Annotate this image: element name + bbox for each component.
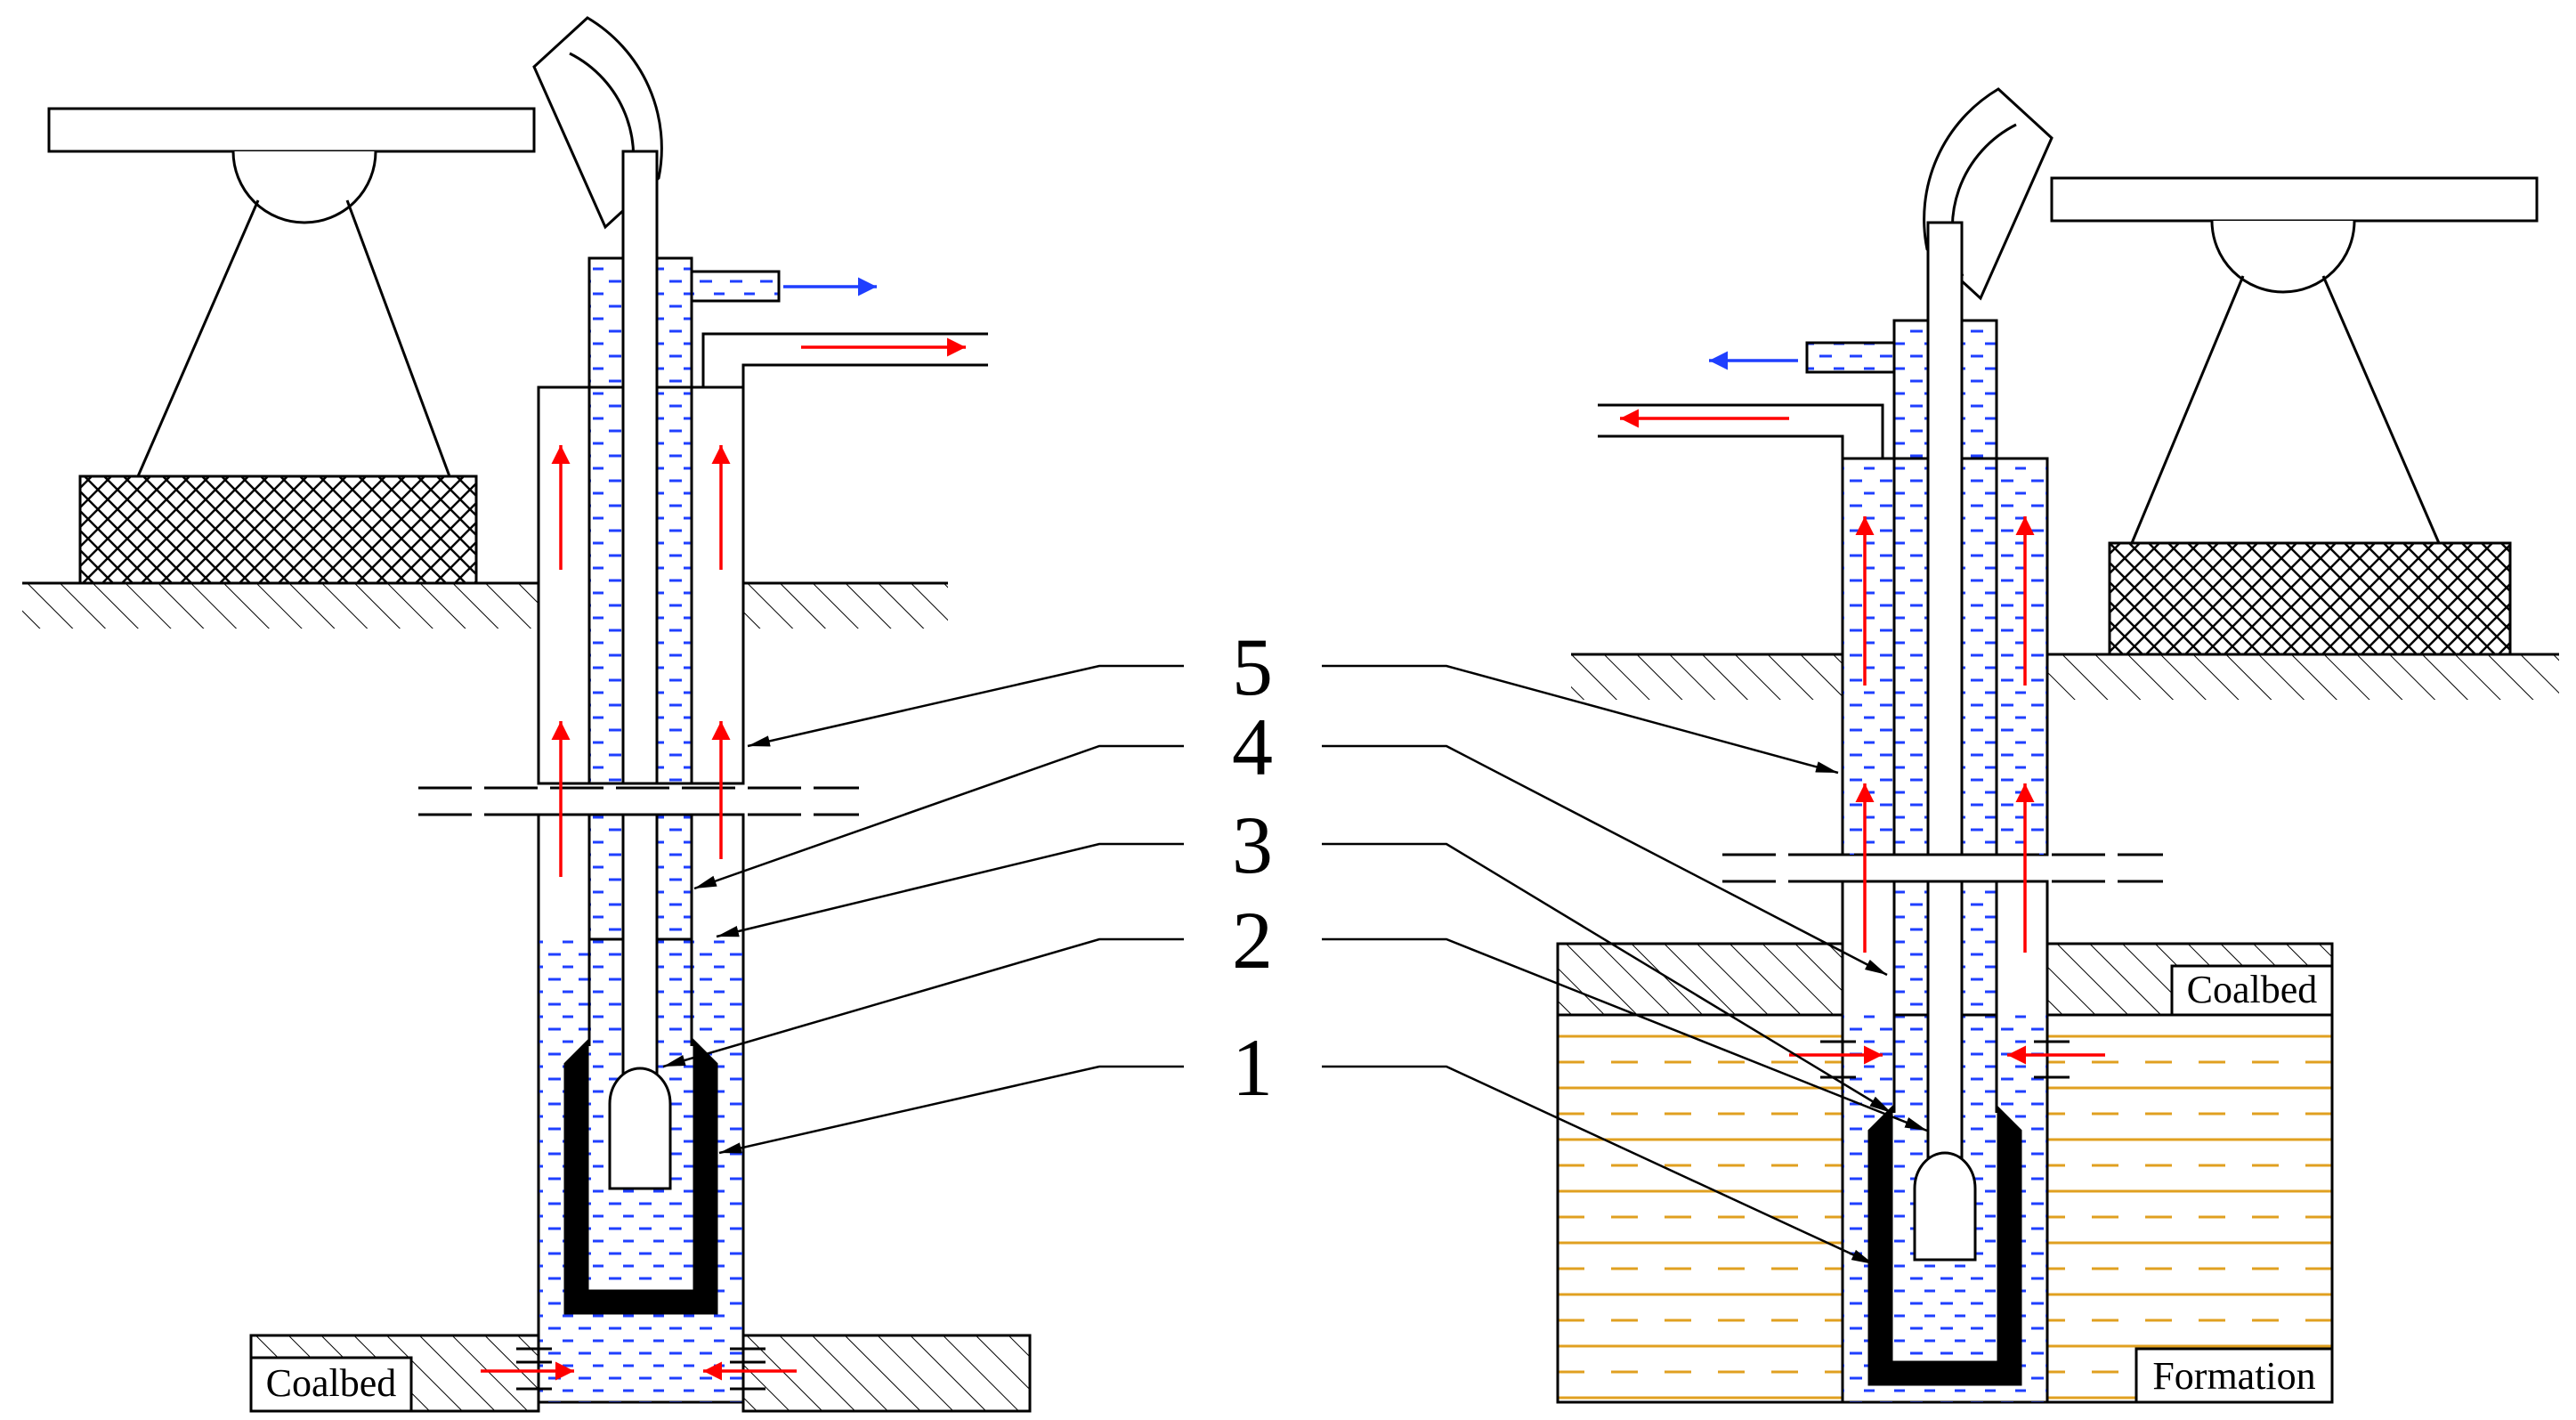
left-water-outlet xyxy=(690,270,781,303)
left-pump-plunger xyxy=(608,1067,672,1190)
leader-1-right xyxy=(1322,1065,1875,1266)
left-gas-anchor xyxy=(563,1038,718,1315)
callout-4: 4 xyxy=(1232,702,1273,792)
leader-4-right xyxy=(1322,744,1888,977)
right-coalbed-left xyxy=(1556,942,1844,1017)
left-well xyxy=(22,16,1032,1413)
left-beam-bearing xyxy=(231,150,377,224)
right-coalbed-label: Coalbed xyxy=(2187,968,2318,1011)
right-pump-plunger xyxy=(1913,1151,1977,1262)
leader-2-right xyxy=(1322,937,1928,1132)
callout-2: 2 xyxy=(1232,895,1273,986)
leader-1-left xyxy=(718,1065,1184,1155)
right-frame-leg-right xyxy=(2321,275,2441,544)
leader-3-right xyxy=(1322,842,1892,1115)
right-well xyxy=(1556,87,2559,1404)
left-frame-leg-right xyxy=(345,199,451,477)
left-coalbed-label-box xyxy=(249,1356,413,1413)
right-gas-anchor xyxy=(1867,1105,2022,1386)
left-flow-arrows xyxy=(481,277,966,1381)
right-formation-right xyxy=(2045,1013,2334,1404)
right-walking-beam xyxy=(2050,176,2539,223)
right-frame-leg-left xyxy=(2130,275,2245,544)
leader-2-left xyxy=(662,937,1184,1068)
callout-numbers: 5 4 3 2 1 xyxy=(1232,621,1273,1113)
left-walking-beam xyxy=(47,107,536,153)
right-beam-bearing xyxy=(2210,220,2356,294)
leader-5-left xyxy=(747,664,1184,748)
callout-5: 5 xyxy=(1232,621,1273,712)
right-sucker-rod xyxy=(1926,221,1964,856)
leader-3-left xyxy=(716,842,1184,938)
callout-1: 1 xyxy=(1232,1022,1273,1113)
leader-4-left xyxy=(693,744,1184,890)
right-pump-base xyxy=(2108,541,2512,656)
right-water-outlet xyxy=(1805,341,1896,374)
left-coalbed-label: Coalbed xyxy=(266,1361,397,1405)
right-coalbed-label-box xyxy=(2170,964,2334,1017)
left-sucker-rod xyxy=(621,150,659,785)
left-pump-base xyxy=(78,475,478,585)
right-formation-label: Formation xyxy=(2152,1354,2315,1398)
right-flow-arrows xyxy=(1620,351,2105,1065)
callout-leaders xyxy=(662,664,1928,1266)
left-frame-leg-left xyxy=(136,199,260,477)
left-coalbed-right xyxy=(741,1334,1032,1413)
right-formation-label-box xyxy=(2135,1347,2334,1404)
leader-5-right xyxy=(1322,664,1839,775)
right-formation-left xyxy=(1556,1013,1844,1404)
callout-3: 3 xyxy=(1232,799,1273,890)
